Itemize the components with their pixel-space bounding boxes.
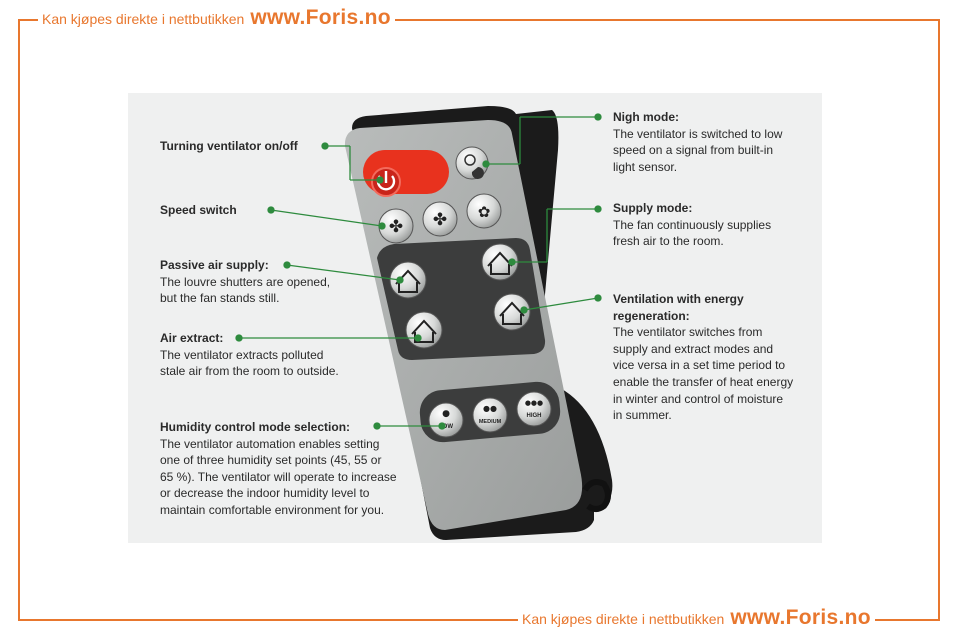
humidity-low-label: LOW: [439, 424, 453, 430]
leader-extract: [235, 334, 422, 342]
leader-humidity: [373, 422, 446, 430]
sun-moon-icon: [464, 154, 476, 166]
callout-on-off: Turning ventilator on/off: [160, 138, 298, 155]
callout-title: Nigh mode:: [613, 110, 679, 124]
callout-title: Turning ventilator on/off: [160, 139, 298, 153]
callout-humidity-control: Humidity control mode selection: The ven…: [160, 419, 397, 519]
regeneration-button[interactable]: [493, 293, 531, 331]
leader-regen: [520, 294, 602, 314]
droplet-icon: ●: [442, 409, 450, 419]
brand-text: Kan kjøpes direkte i nettbutikken: [522, 611, 725, 627]
callout-description: The ventilator switches from supply and …: [613, 325, 794, 423]
leader-on-off: [321, 142, 384, 184]
humidity-low-button[interactable]: ● LOW: [428, 402, 464, 438]
leader-passive: [283, 261, 404, 284]
key-ring: [582, 479, 611, 512]
callout-description: The louvre shutters are opened, but the …: [160, 274, 331, 306]
speed-button-medium[interactable]: ✤: [422, 201, 458, 237]
passive-air-supply-button[interactable]: [389, 261, 427, 299]
callout-description: The ventilator automation enables settin…: [160, 436, 397, 517]
fan-icon: ✤: [433, 210, 447, 230]
brand-banner-bottom: Kan kjøpes direkte i nettbutikken www.Fo…: [518, 606, 875, 630]
house-icon: [499, 301, 525, 325]
brand-text: Kan kjøpes direkte i nettbutikken: [42, 11, 245, 27]
callout-energy-regeneration: Ventilation with energy regeneration: Th…: [613, 291, 793, 424]
callout-speed-switch: Speed switch: [160, 202, 237, 219]
power-button[interactable]: [363, 150, 449, 197]
callout-night-mode: Nigh mode: The ventilator is switched to…: [613, 109, 782, 175]
air-extract-button[interactable]: [405, 311, 443, 349]
brand-url-link[interactable]: www.Foris.no: [730, 606, 871, 629]
callout-title: Passive air supply:: [160, 258, 269, 272]
leader-night: [482, 113, 602, 168]
orange-border-frame: [18, 19, 940, 621]
droplet-icon: ●●: [483, 404, 497, 413]
leader-lines: [235, 113, 602, 430]
callout-description: The ventilator extracts polluted stale a…: [160, 347, 339, 379]
callout-description: The ventilator is switched to low speed …: [613, 126, 783, 174]
leader-speed: [267, 206, 386, 230]
humidity-high-button[interactable]: ●●● HIGH: [516, 391, 552, 427]
brand-url-link[interactable]: www.Foris.no: [250, 6, 391, 29]
callout-title: Humidity control mode selection:: [160, 420, 351, 434]
fan-icon: ✿: [478, 203, 491, 221]
callout-title: Air extract:: [160, 331, 224, 345]
house-icon: [487, 251, 513, 275]
humidity-high-label: HIGH: [527, 413, 542, 419]
droplet-icon: ●●●: [525, 399, 543, 407]
callout-description: The fan continuously supplies fresh air …: [613, 217, 772, 249]
speed-button-high[interactable]: ✿: [466, 193, 502, 229]
humidity-medium-label: MEDIUM: [479, 419, 502, 425]
callout-title: Ventilation with energy regeneration:: [613, 292, 744, 323]
callout-passive-air-supply: Passive air supply: The louvre shutters …: [160, 257, 330, 307]
supply-mode-button[interactable]: [481, 243, 519, 281]
leader-supply: [508, 205, 602, 266]
callout-title: Speed switch: [160, 203, 237, 217]
brand-banner-top: Kan kjøpes direkte i nettbutikken www.Fo…: [38, 6, 395, 30]
fan-icon: ✤: [389, 217, 403, 237]
callout-title: Supply mode:: [613, 201, 693, 215]
callout-air-extract: Air extract: The ventilator extracts pol…: [160, 330, 339, 380]
humidity-medium-button[interactable]: ●● MEDIUM: [472, 397, 508, 433]
callout-supply-mode: Supply mode: The fan continuously suppli…: [613, 200, 771, 250]
